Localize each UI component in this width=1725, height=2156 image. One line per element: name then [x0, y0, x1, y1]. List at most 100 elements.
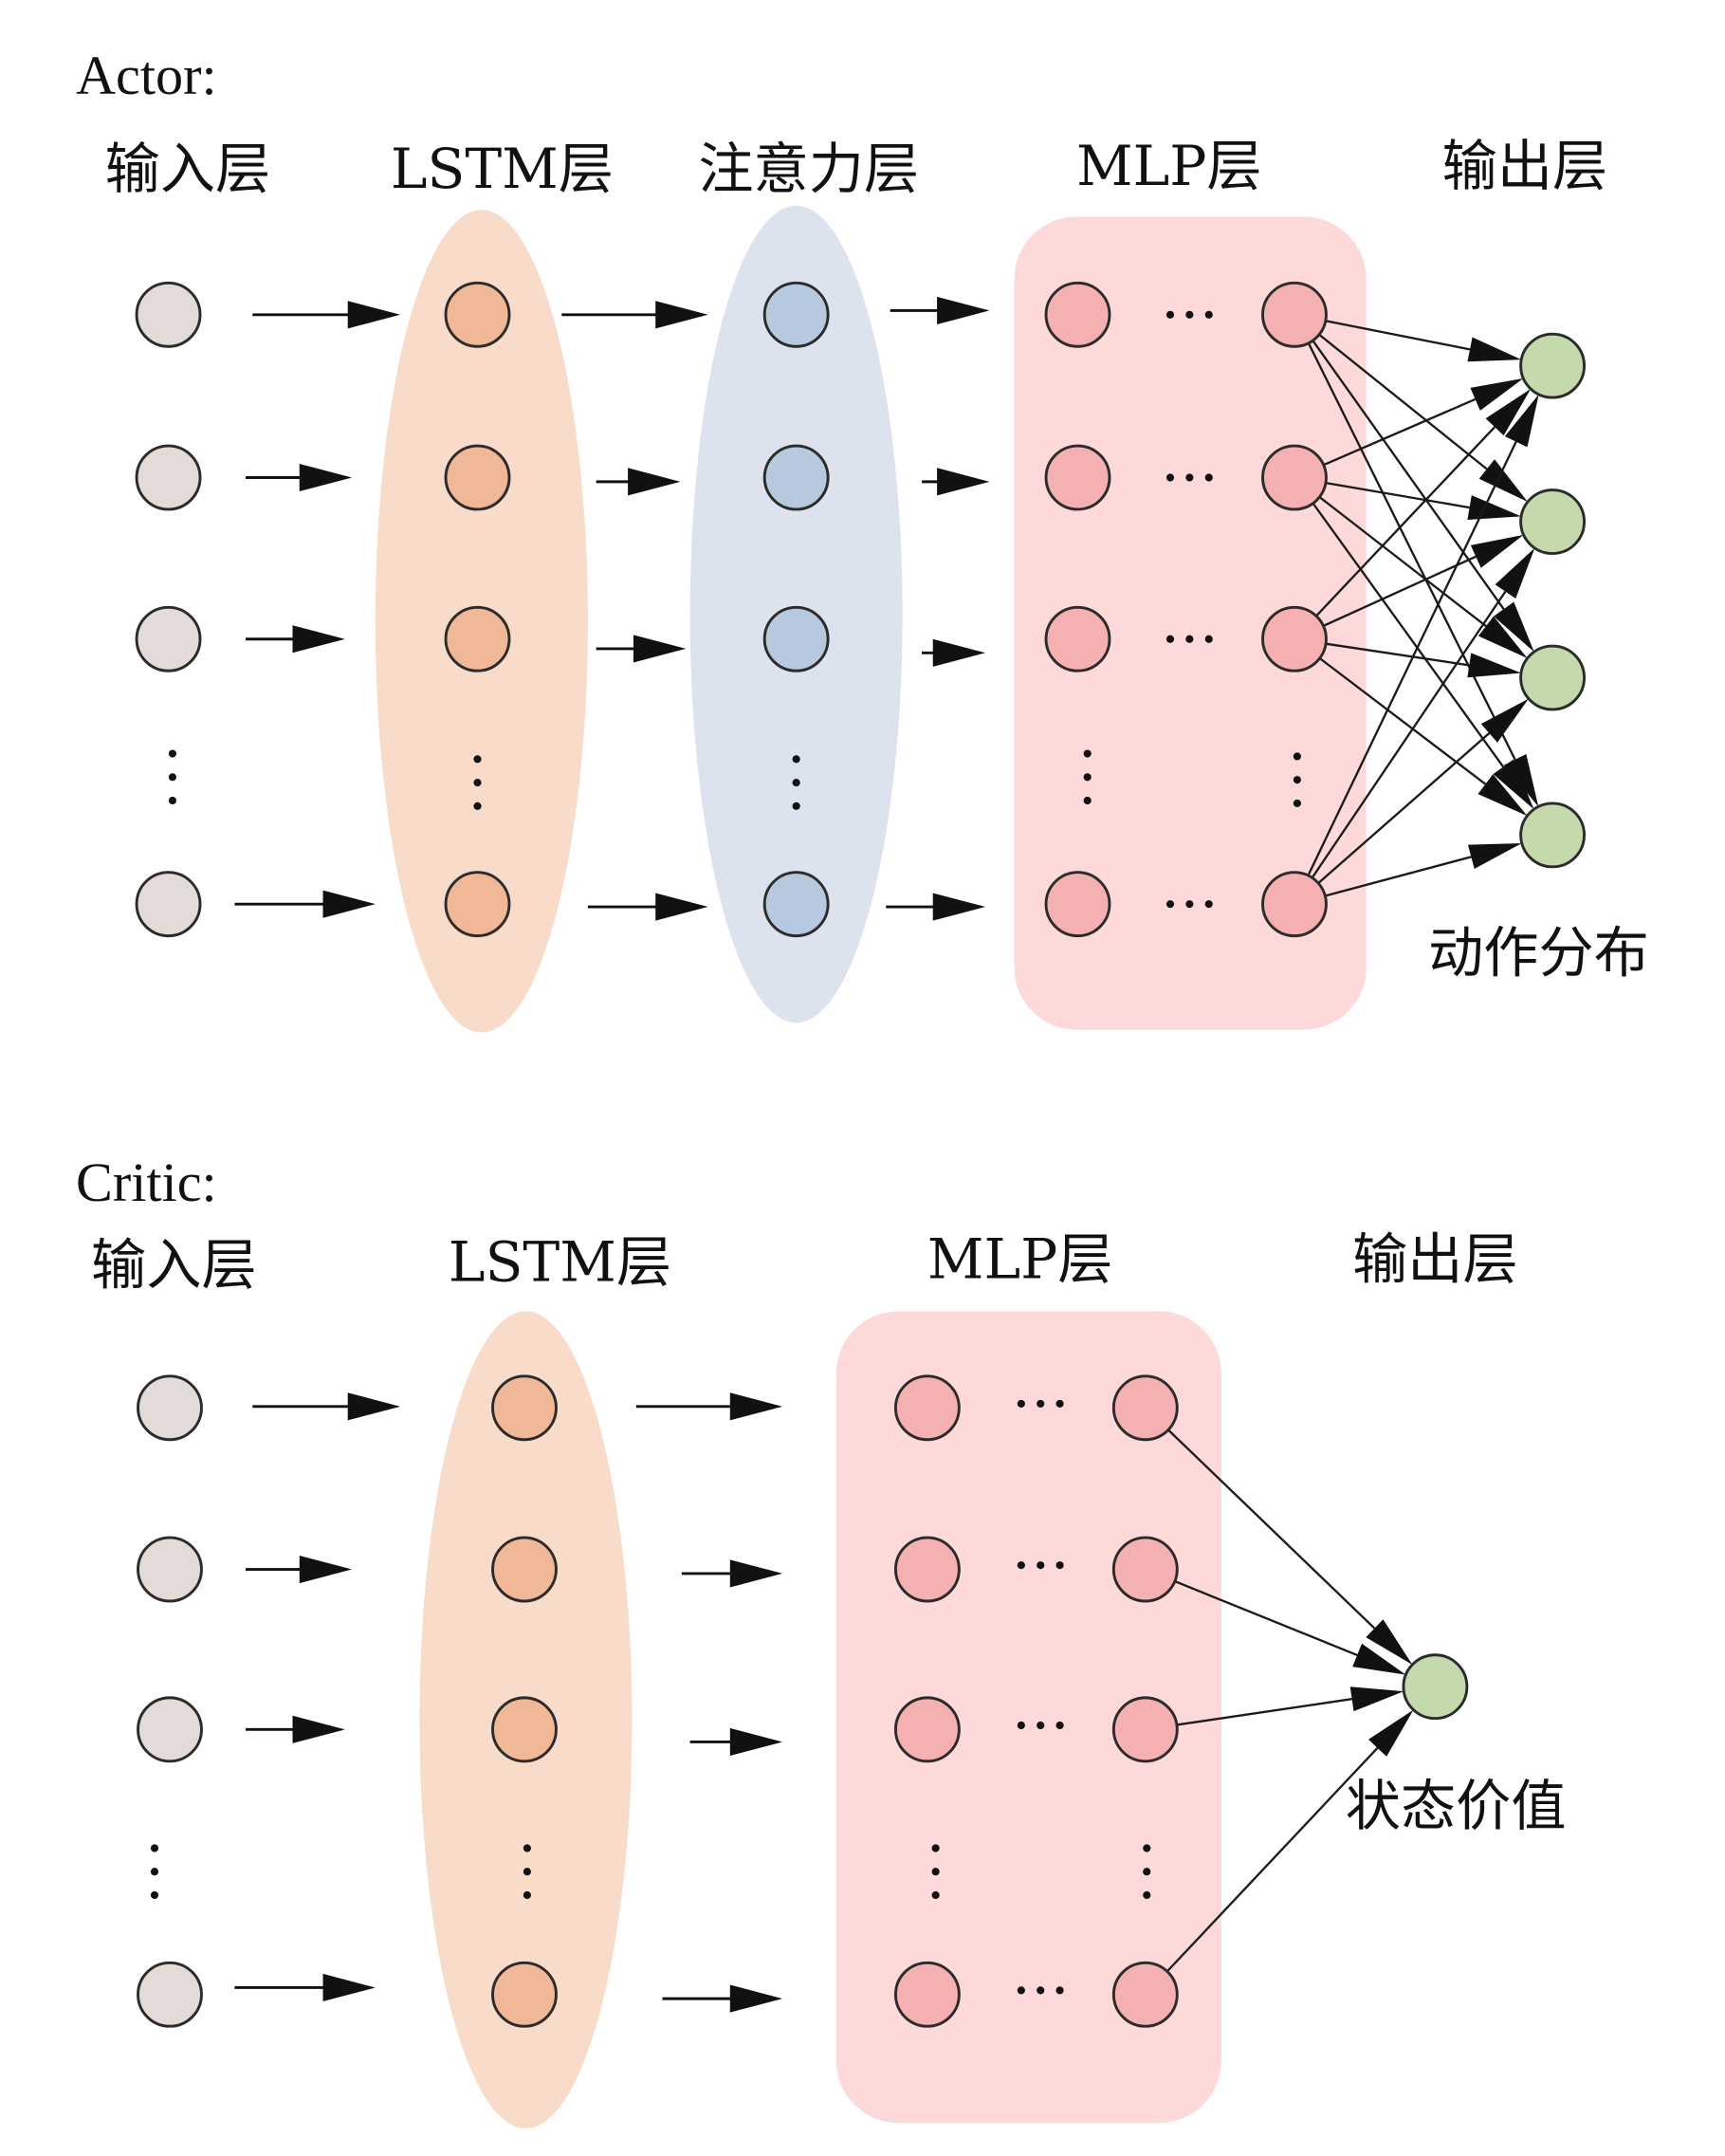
dot	[523, 1868, 531, 1876]
dot	[1017, 1721, 1025, 1730]
actor-mlp-ellipsis	[1165, 900, 1213, 909]
actor-mlp-to-output-connection	[1322, 534, 1524, 627]
actor-mlp-ellipsis	[1165, 310, 1213, 319]
critic-mlp-node	[1111, 1961, 1179, 2028]
actor-attention-node	[762, 444, 830, 511]
critic-mlp-node	[893, 1961, 961, 2028]
connection-line	[1167, 1428, 1376, 1630]
critic-mlp-node	[893, 1374, 961, 1442]
actor-input-node	[135, 605, 202, 673]
actor-mlp-to-output-connection	[1318, 496, 1528, 658]
critic-input-to-lstm-arrow	[252, 1392, 401, 1421]
critic-layer-label-input: 输入层	[91, 1232, 257, 1297]
dot	[1017, 1399, 1025, 1408]
arrow-head	[292, 625, 345, 654]
dot	[1143, 1868, 1151, 1876]
actor-mlp-node	[1261, 444, 1328, 511]
actor-layer-label-attention: 注意力层	[698, 137, 919, 201]
arrow-head	[1480, 698, 1529, 743]
actor-attention-to-mlp-arrow	[886, 893, 986, 921]
dot	[792, 755, 800, 764]
dot	[1083, 796, 1092, 805]
dot	[1037, 1561, 1045, 1570]
connection-line	[1318, 333, 1488, 470]
critic-arrows	[234, 1392, 783, 2013]
actor-lstm-to-attention-arrow	[561, 301, 708, 329]
actor-output-node	[1519, 802, 1587, 869]
connection-line	[1325, 642, 1470, 667]
actor-attention-node	[762, 281, 830, 348]
dot	[1293, 752, 1301, 761]
actor-input-to-lstm-arrow	[252, 301, 401, 329]
connection-line	[1323, 397, 1477, 467]
dot	[1185, 473, 1194, 482]
critic-output-node	[1402, 1653, 1469, 1721]
actor-mlp-to-output-connection	[1325, 642, 1521, 678]
actor-mlp-to-output-connection	[1312, 502, 1534, 810]
actor-output-connections	[1307, 320, 1539, 897]
arrow-head	[1477, 774, 1528, 817]
dot	[1143, 1890, 1151, 1900]
arrow-head	[655, 893, 708, 921]
actor-mlp-node	[1044, 281, 1111, 348]
dot	[1204, 900, 1213, 909]
connection-line	[1315, 426, 1496, 617]
connection-line	[1325, 481, 1470, 509]
arrow-head	[1485, 388, 1532, 436]
actor-mlp-ellipsis	[1165, 473, 1213, 482]
dot	[1204, 473, 1213, 482]
actor-title: Actor:	[76, 45, 217, 106]
dot	[1165, 310, 1175, 319]
arrow-head	[299, 1555, 353, 1584]
actor-mlp-vertical-ellipsis	[1083, 749, 1092, 805]
critic-title: Critic:	[76, 1152, 217, 1213]
actor-layer-label-input: 输入层	[105, 137, 271, 201]
actor-mlp-to-output-connection	[1323, 378, 1524, 467]
critic-input-node	[137, 1374, 203, 1442]
arrow-head	[932, 893, 986, 921]
actor-lstm-to-attention-arrow	[596, 635, 687, 663]
actor-mlp-node	[1261, 605, 1328, 673]
arrow-head	[1366, 1619, 1413, 1666]
arrow-head	[299, 463, 353, 492]
actor-attention-to-mlp-arrow	[922, 638, 986, 667]
critic-lstm-vertical-ellipsis	[523, 1844, 531, 1900]
critic-mlp-vertical-ellipsis	[1143, 1844, 1151, 1900]
critic-output-label: 状态价值	[1346, 1774, 1567, 1838]
connection-line	[1176, 1698, 1352, 1726]
arrow-head	[1470, 378, 1524, 411]
dot	[931, 1890, 940, 1900]
critic-mlp-node	[1111, 1374, 1179, 1442]
actor-input-to-lstm-arrow	[246, 625, 345, 654]
connection-line	[1312, 340, 1505, 610]
actor-lstm-vertical-ellipsis	[473, 755, 482, 810]
dot	[1165, 473, 1175, 482]
arrow-head	[1352, 1643, 1406, 1675]
actor-output-node	[1519, 644, 1587, 711]
arrow-head	[1368, 1709, 1414, 1757]
arrow-head	[729, 1392, 783, 1421]
actor-output-node	[1519, 332, 1587, 399]
critic-mlp-ellipsis	[1017, 1986, 1064, 1995]
actor-layer-label-mlp: MLP层	[1076, 134, 1262, 198]
actor-input-to-lstm-arrow	[234, 890, 376, 918]
actor-mlp-node	[1044, 605, 1111, 673]
arrow-head	[1477, 616, 1528, 658]
critic-lstm-to-mlp-arrow	[635, 1392, 783, 1421]
critic-mlp-node	[1111, 1696, 1179, 1763]
critic-lstm-node	[491, 1536, 558, 1603]
actor-lstm-node	[444, 444, 511, 511]
actor-mlp-to-output-connection	[1312, 340, 1534, 653]
dot	[473, 802, 482, 810]
connection-line	[1312, 502, 1505, 768]
actor-mlp-to-output-connection	[1318, 333, 1528, 503]
actor-mlp-to-output-connection	[1318, 657, 1528, 817]
actor-attention-to-mlp-arrow	[922, 468, 990, 496]
critic-lstm-node	[491, 1374, 558, 1442]
critic-output-connections	[1165, 1428, 1414, 1973]
dot	[1055, 1721, 1064, 1730]
connection-line	[1317, 732, 1491, 884]
dot	[1204, 310, 1213, 319]
arrow-head	[347, 1392, 401, 1421]
actor-mlp-region	[1014, 216, 1367, 1030]
